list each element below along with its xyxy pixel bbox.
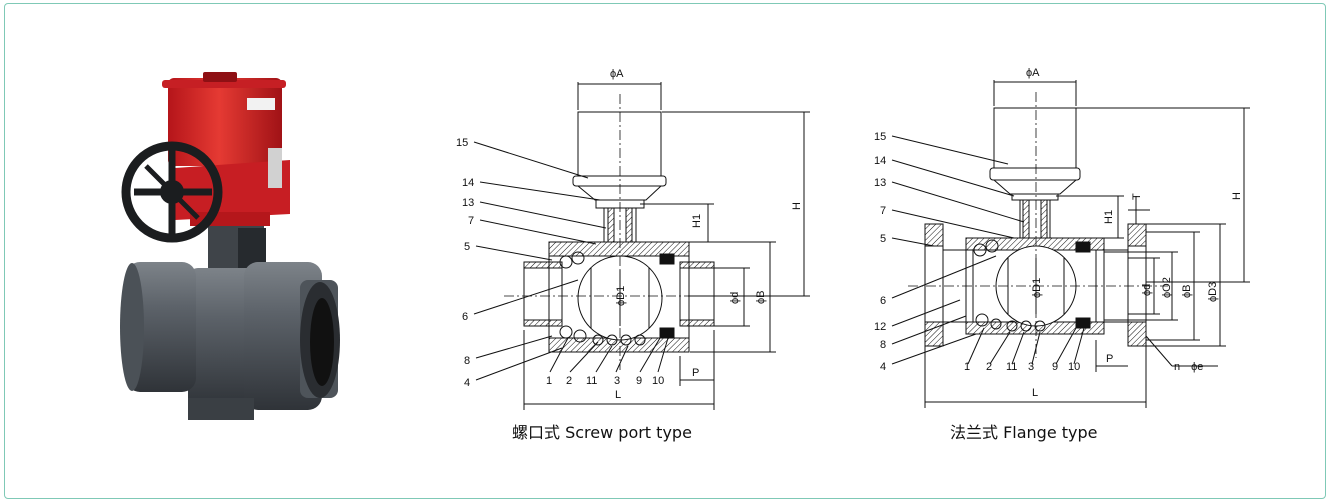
dim-phiB: ϕB <box>755 291 767 305</box>
part-label: 5 <box>880 233 886 245</box>
part-label: 10 <box>652 375 664 387</box>
part-label: 8 <box>464 355 470 367</box>
part-label: 11 <box>586 375 597 387</box>
screw-diagram-labels: ϕA H H1 ϕD1 ϕd ϕB P L 15 14 13 7 5 6 8 4… <box>456 68 803 442</box>
dim-H1: H1 <box>1103 210 1115 224</box>
dim-phiB: ϕB <box>1181 285 1193 299</box>
part-label: 5 <box>464 241 470 253</box>
screw-caption: 螺口式 Screw port type <box>512 423 692 442</box>
dim-phiA: ϕA <box>1026 67 1040 79</box>
flange-caption: 法兰式 Flange type <box>950 423 1098 442</box>
part-label: 7 <box>880 205 886 217</box>
part-label: 2 <box>986 361 992 373</box>
dim-phiD3: ϕD3 <box>1207 282 1219 302</box>
part-label: 1 <box>546 375 552 387</box>
dim-phid: ϕd <box>729 292 741 304</box>
part-label: 3 <box>1028 361 1034 373</box>
dim-H: H <box>791 202 803 210</box>
part-label: 1 <box>964 361 970 373</box>
dim-phid: ϕd <box>1141 284 1153 296</box>
part-label: 10 <box>1068 361 1080 373</box>
dim-T: T <box>1131 193 1143 200</box>
part-label: 6 <box>880 295 886 307</box>
part-label: 11 <box>1006 361 1017 373</box>
dim-holes: n－ϕe <box>1174 361 1203 373</box>
dim-phiD1: ϕD1 <box>1031 278 1043 298</box>
dim-P: P <box>1106 353 1113 365</box>
screw-port-diagram <box>473 82 810 410</box>
part-label: 3 <box>614 375 620 387</box>
part-label: 12 <box>874 321 886 333</box>
dim-P: P <box>692 367 699 379</box>
part-label: 13 <box>462 197 474 209</box>
dim-H1: H1 <box>691 214 703 228</box>
part-label: 14 <box>874 155 886 167</box>
flange-diagram <box>891 80 1250 408</box>
part-label: 6 <box>462 311 468 323</box>
part-label: 8 <box>880 339 886 351</box>
dim-phiO2: ϕO2 <box>1161 277 1173 298</box>
part-label: 15 <box>874 131 886 143</box>
dim-phiD1: ϕD1 <box>615 286 627 306</box>
part-label: 13 <box>874 177 886 189</box>
dim-H: H <box>1231 192 1243 200</box>
part-label: 9 <box>1052 361 1058 373</box>
part-label: 9 <box>636 375 642 387</box>
flange-diagram-labels: ϕA H H1 T ϕD1 ϕd ϕO2 ϕB ϕD3 P L n－ϕe 15 … <box>874 67 1243 442</box>
part-label: 2 <box>566 375 572 387</box>
part-label: 4 <box>464 377 470 389</box>
part-label: 15 <box>456 137 468 149</box>
part-label: 4 <box>880 361 886 373</box>
product-photo <box>120 72 340 420</box>
dim-L: L <box>615 389 621 401</box>
dim-L: L <box>1032 387 1038 399</box>
dim-phiA: ϕA <box>610 68 624 80</box>
part-label: 14 <box>462 177 474 189</box>
part-label: 7 <box>468 215 474 227</box>
